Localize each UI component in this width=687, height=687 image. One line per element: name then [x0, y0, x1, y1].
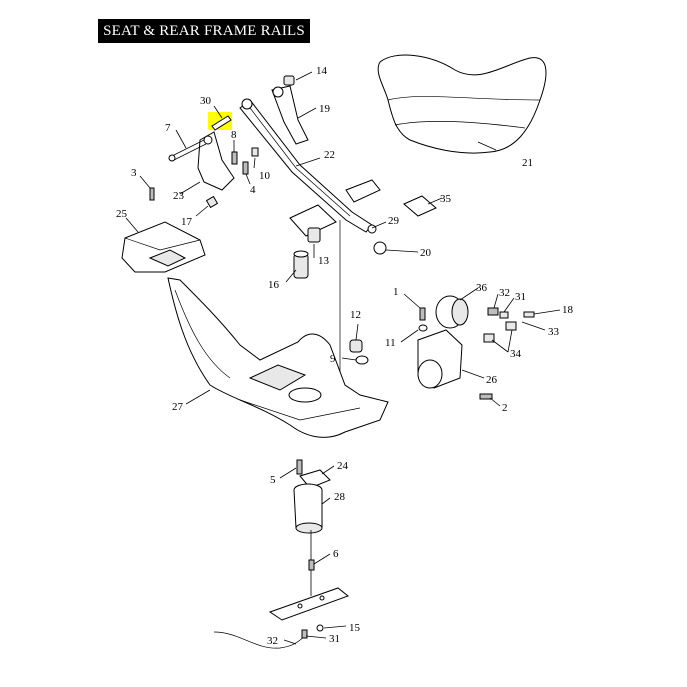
callout-18: 18: [562, 304, 574, 316]
washer-11-part[interactable]: [418, 324, 428, 332]
callout-17: 17: [181, 216, 193, 228]
screw-17-part[interactable]: [205, 195, 219, 209]
screw-2-part[interactable]: [479, 393, 493, 400]
screw-5-part[interactable]: [296, 459, 303, 475]
cable-29-part[interactable]: [339, 220, 387, 380]
callout-16: 16: [268, 279, 280, 291]
screw-10-part[interactable]: [251, 147, 259, 157]
seat-mount-25-part[interactable]: [121, 221, 206, 273]
callout-29: 29: [388, 215, 400, 227]
bumper-28-part[interactable]: [293, 483, 323, 534]
bushing-13-part[interactable]: [307, 227, 321, 243]
callout-34: 34: [510, 348, 522, 360]
callout-12: 12: [350, 309, 361, 321]
callout-14: 14: [316, 65, 328, 77]
callout-11: 11: [385, 337, 396, 349]
callout-23: 23: [173, 190, 185, 202]
callout-13: 13: [318, 255, 330, 267]
callout-28: 28: [334, 491, 346, 503]
bracket-19-part[interactable]: [271, 85, 309, 145]
callout-32-upper: 32: [499, 287, 510, 299]
callout-36: 36: [476, 282, 488, 294]
connector-34-part[interactable]: [483, 321, 517, 343]
callout-10: 10: [259, 170, 271, 182]
callout-4: 4: [250, 184, 256, 196]
callout-31-lower: 31: [329, 633, 340, 645]
callout-9: 9: [330, 353, 336, 365]
callout-26: 26: [486, 374, 498, 386]
bolt-1-part[interactable]: [419, 307, 426, 321]
callout-31-upper: 31: [515, 291, 526, 303]
callout-3: 3: [131, 167, 137, 179]
callout-25: 25: [116, 208, 128, 220]
bracket-23-part[interactable]: [197, 131, 235, 191]
connector-32-31-part[interactable]: [487, 307, 509, 319]
rail-bracket-plate[interactable]: [289, 179, 381, 237]
pin-18-33-part[interactable]: [523, 311, 535, 318]
callout-2: 2: [502, 402, 508, 414]
rear-fender-27-part[interactable]: [167, 277, 389, 438]
callout-30: 30: [200, 95, 212, 107]
grommet-12-part[interactable]: [349, 339, 363, 353]
screw-4-part[interactable]: [242, 161, 249, 175]
callout-27: 27: [172, 401, 184, 413]
callout-33: 33: [548, 326, 560, 338]
screw-8-part[interactable]: [231, 151, 238, 165]
screw-3-part[interactable]: [149, 187, 155, 201]
leader-lines: [125, 71, 561, 645]
label-35-part[interactable]: [403, 195, 437, 217]
callout-22: 22: [324, 149, 335, 161]
bracket-plate-lower-part[interactable]: [268, 587, 350, 621]
lamp-36-part[interactable]: [435, 295, 469, 329]
washer-9-part[interactable]: [355, 355, 369, 365]
callout-32-lower: 32: [267, 635, 278, 647]
callout-6: 6: [333, 548, 339, 560]
wire-32-31-15-part[interactable]: [213, 624, 324, 649]
callout-15: 15: [349, 622, 361, 634]
callout-19: 19: [319, 103, 331, 115]
callout-21: 21: [522, 157, 533, 169]
callout-5: 5: [270, 474, 276, 486]
callout-24: 24: [337, 460, 349, 472]
spacer-16-part[interactable]: [293, 250, 309, 279]
callout-20: 20: [420, 247, 432, 259]
callout-7: 7: [165, 122, 171, 134]
rod-6-part[interactable]: [308, 530, 315, 596]
callout-labels: 30 14 19 7 8 22 21 3 10 4 23 17 35 29 25…: [116, 65, 574, 647]
callout-35: 35: [440, 193, 452, 205]
callout-1: 1: [393, 286, 399, 298]
frame-rail-part[interactable]: [239, 98, 377, 234]
bolt-7-part[interactable]: [168, 139, 207, 162]
nut-14-part[interactable]: [283, 75, 295, 86]
seat-part[interactable]: [377, 54, 547, 154]
taillight-bracket-26-part[interactable]: [417, 329, 463, 389]
highlighted-part-30[interactable]: [208, 112, 232, 131]
callout-8: 8: [231, 129, 237, 141]
diagram-title: SEAT & REAR FRAME RAILS: [98, 19, 310, 43]
